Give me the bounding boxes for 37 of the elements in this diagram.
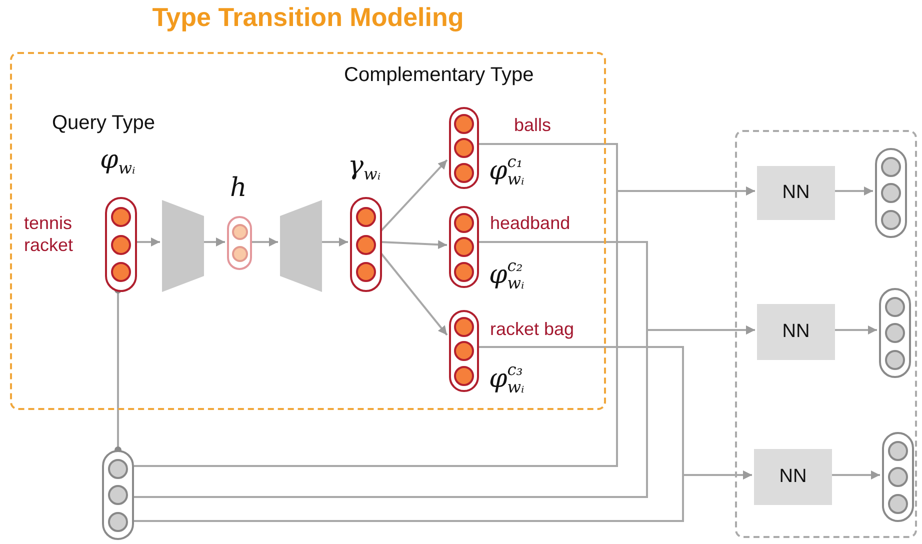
dashed-group-frame [735, 130, 917, 538]
vector-capsule [882, 432, 914, 522]
vector-capsule [449, 206, 479, 288]
connector-arrow [833, 326, 877, 334]
encoder-trapezoid [162, 200, 204, 292]
connector-arrow [833, 186, 873, 196]
section-label: Complementary Type [344, 64, 534, 87]
decoder-trapezoid [280, 200, 322, 292]
vector-capsule [449, 310, 479, 392]
connector-arrow [320, 238, 348, 246]
vector-capsule [350, 197, 382, 292]
item-label: tennis racket [24, 212, 74, 256]
vector-symbol: h [230, 172, 247, 204]
section-label: Query Type [52, 112, 156, 135]
vector-capsule [449, 107, 479, 189]
connector-arrow [134, 186, 755, 467]
section-heading: Type Transition Modeling [151, 2, 465, 33]
item-label: racket bag [490, 318, 574, 340]
item-label: balls [514, 114, 552, 136]
network-box: NN [757, 166, 835, 220]
vector-capsule [105, 197, 137, 292]
connector-arrow [134, 326, 755, 498]
vector-capsule [227, 216, 252, 270]
vector-symbol: γ$_{wᵢ}$ [348, 150, 381, 183]
item-label: headband [490, 212, 570, 234]
vector-symbol: φ$_{wᵢ}$ [100, 144, 136, 177]
network-box: NN [757, 304, 835, 360]
connector-arrow [830, 470, 880, 480]
vector-capsule [102, 450, 134, 540]
connector-arrow [380, 240, 448, 250]
connector-arrow [250, 238, 278, 246]
connector-arrow [134, 470, 752, 522]
connector-arrow [202, 238, 225, 246]
vector-capsule [879, 288, 911, 378]
network-box: NN [754, 449, 832, 505]
connector-arrow [135, 238, 160, 246]
vector-capsule [875, 148, 907, 238]
